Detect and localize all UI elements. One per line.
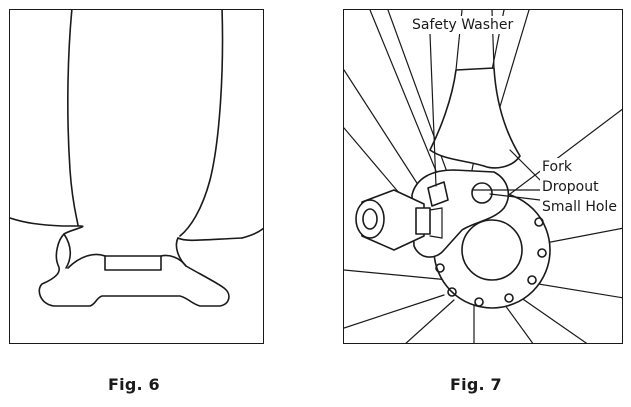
fig6-illustration [9, 9, 264, 344]
dropout-small-hole [471, 182, 493, 204]
left-dropout-curve [63, 233, 72, 269]
right-dropout-top [177, 237, 243, 242]
dropout-inner-edges [67, 253, 187, 269]
leader-lines [429, 33, 541, 201]
fig7-illustration: Safety Washer Fork Dropout Small Hole [343, 9, 623, 344]
safety-washer [427, 181, 449, 207]
axle-nut [355, 189, 443, 251]
axle-slot [104, 255, 162, 271]
right-leg-inner [179, 10, 224, 237]
wheel-hub-drawing [344, 10, 622, 343]
dropout-label: Dropout [540, 178, 601, 196]
fork-blade [429, 67, 521, 169]
small-hole-label: Small Hole [540, 198, 619, 216]
flange-holes [435, 217, 547, 307]
hub-body [461, 219, 523, 281]
left-leg-bottom [10, 217, 81, 227]
fork-legs-drawing [10, 10, 263, 307]
fig7-caption: Fig. 7 [450, 375, 502, 394]
fig6-caption: Fig. 6 [108, 375, 160, 394]
safety-washer-label: Safety Washer [410, 16, 516, 34]
left-leg-outline [67, 10, 79, 226]
right-leg-edge [241, 227, 263, 239]
fork-label: Fork [540, 158, 574, 176]
dropout-claw-outline [38, 225, 230, 307]
